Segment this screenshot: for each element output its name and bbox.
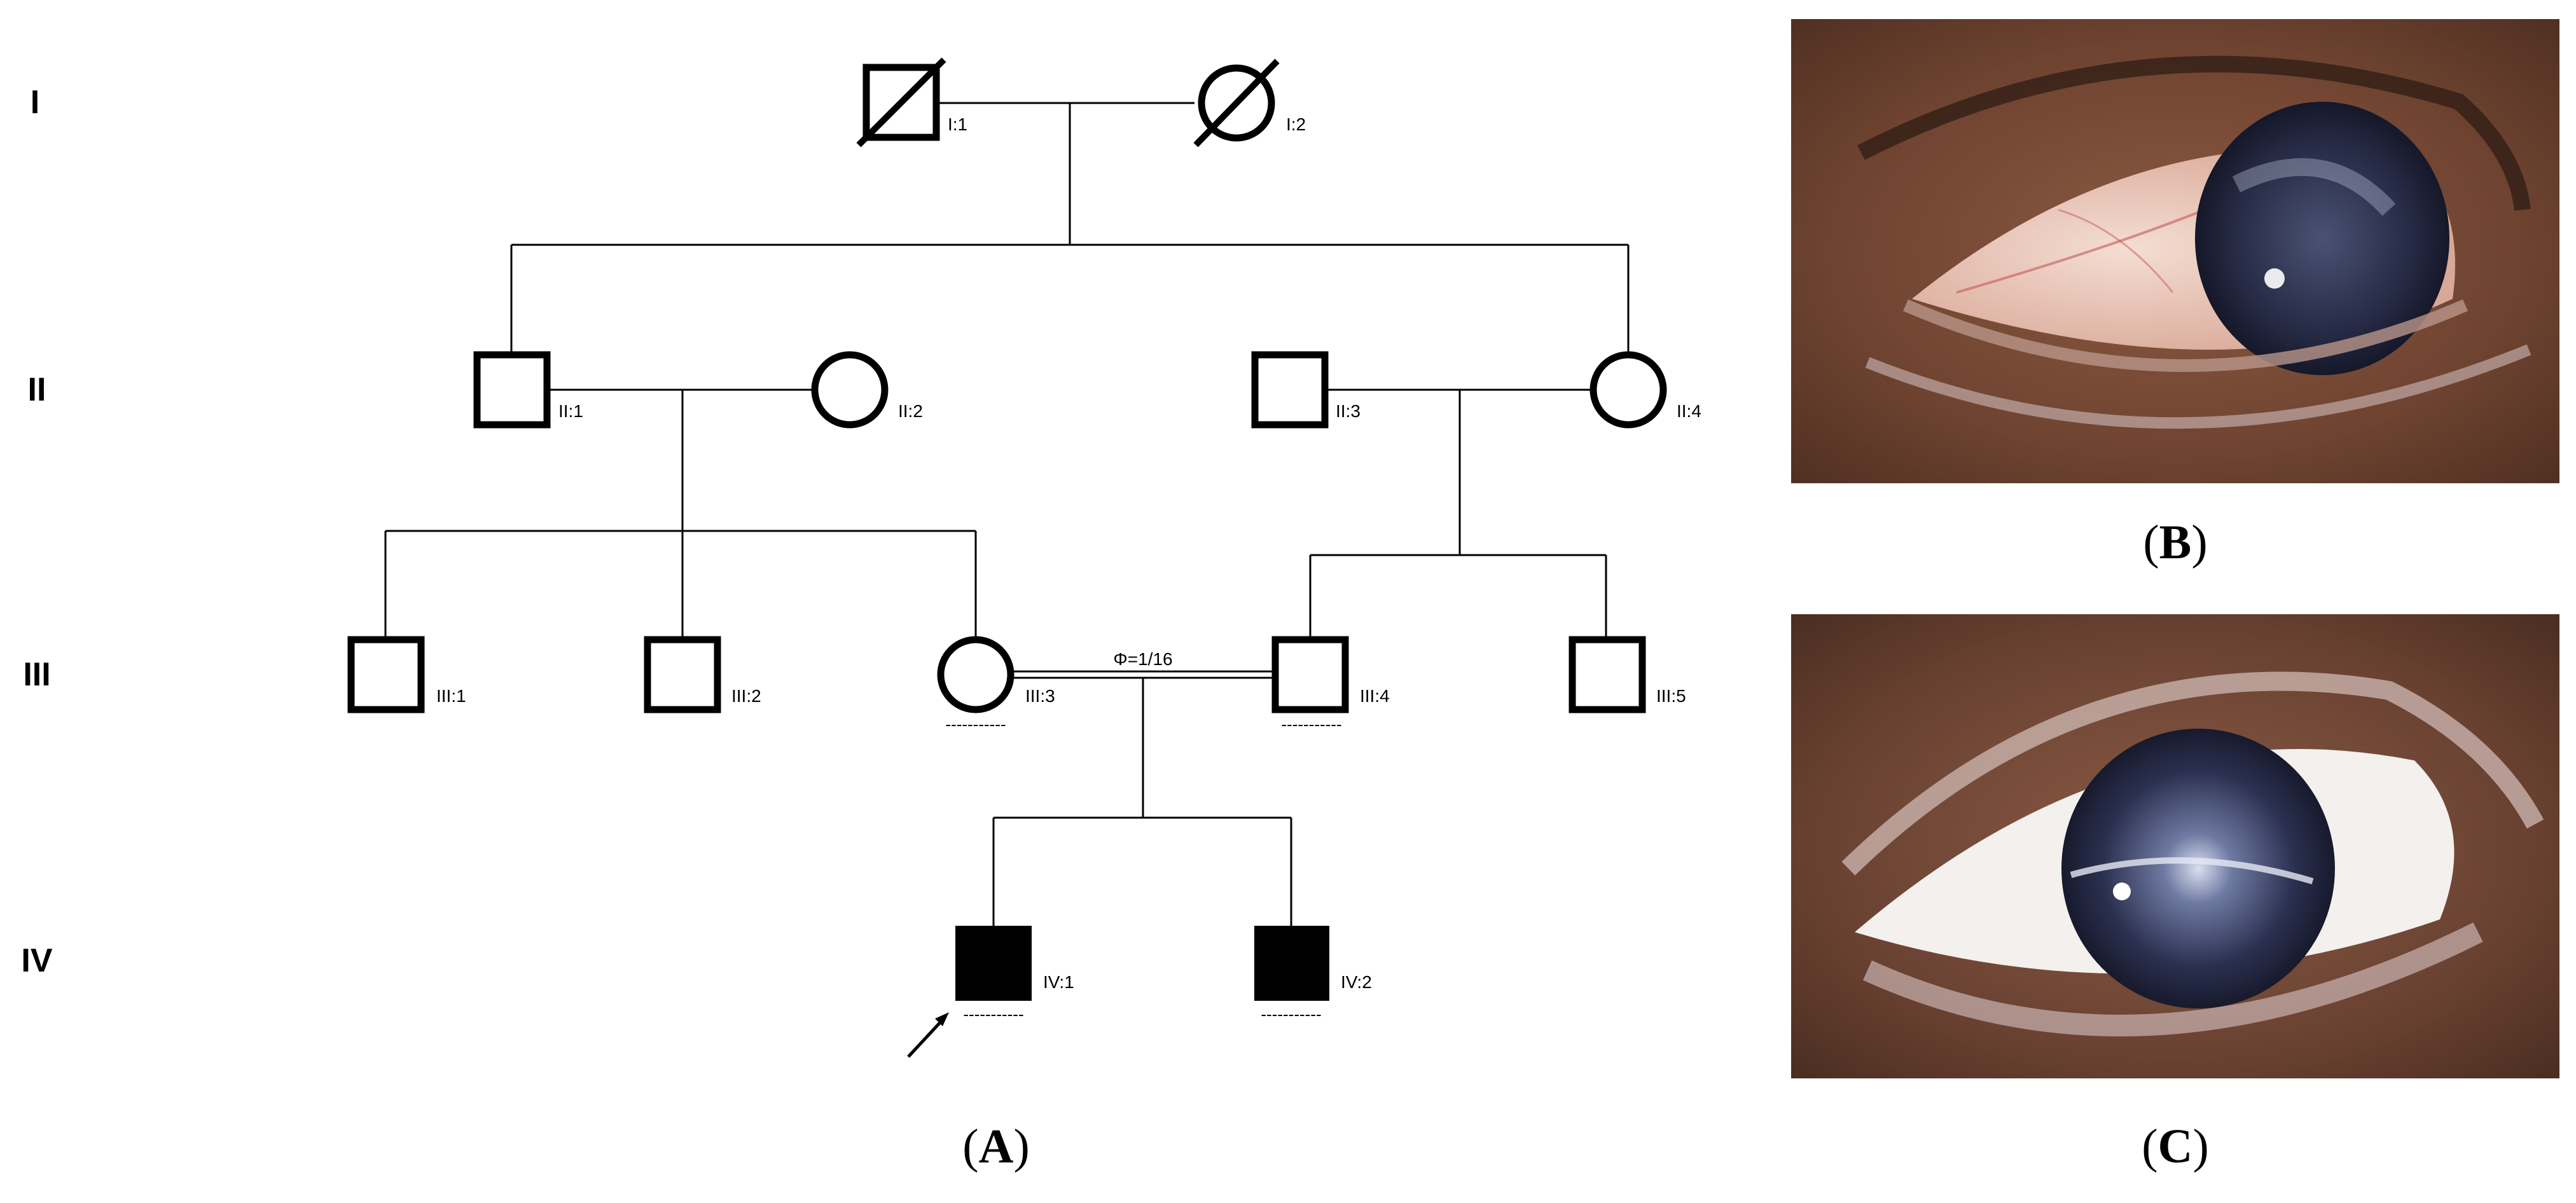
id-label-I-2: I:2 (1286, 114, 1306, 134)
genotype-marker-III-4: ----------- (1281, 715, 1341, 734)
proband-arrow-icon (907, 1012, 949, 1058)
id-label-I-1: I:1 (948, 114, 967, 134)
panel-label-a: (A) (962, 1120, 1030, 1173)
individual-IV-1 (955, 926, 1032, 1001)
generation-label-I: I (31, 84, 39, 121)
id-label-II-1: II:1 (558, 401, 583, 421)
individual-III-3 (937, 636, 1014, 713)
eye-photo-b (1791, 19, 2559, 483)
panel-letter-c: C (2157, 1120, 2193, 1173)
id-label-III-3: III:3 (1025, 686, 1055, 706)
generation-label-IV: IV (21, 942, 52, 979)
genotype-marker-IV-2: ----------- (1261, 1005, 1321, 1024)
consanguinity-label: Φ=1/16 (1113, 649, 1172, 669)
id-label-III-4: III:4 (1360, 686, 1390, 706)
panel-letter-a: A (978, 1120, 1014, 1173)
individual-II-3 (1251, 351, 1329, 429)
generation-label-III: III (23, 656, 50, 693)
individual-IV-2 (1254, 926, 1329, 1001)
genotype-marker-III-3: ----------- (945, 715, 1006, 734)
id-label-III-2: III:2 (731, 686, 761, 706)
individual-I-1 (856, 57, 946, 148)
generation-label-II: II (28, 371, 46, 408)
id-label-III-5: III:5 (1656, 686, 1686, 706)
individual-III-1 (347, 636, 425, 713)
pedigree-chart: I II III IV (21, 57, 1701, 1058)
id-label-IV-2: IV:2 (1341, 972, 1372, 992)
panel-label-b: (B) (2143, 516, 2208, 569)
genotype-marker-IV-1: ----------- (963, 1005, 1023, 1024)
panel-label-c: (C) (2142, 1120, 2209, 1173)
id-label-II-2: II:2 (898, 401, 923, 421)
individual-II-4 (1589, 351, 1667, 429)
pedigree-lines (384, 102, 1630, 926)
individual-III-4 (1271, 636, 1349, 713)
panel-letter-b: B (2159, 516, 2192, 569)
individual-III-2 (644, 636, 721, 713)
individual-II-2 (811, 351, 889, 429)
id-label-II-3: II:3 (1336, 401, 1361, 421)
individual-III-5 (1568, 636, 1646, 713)
individual-I-2 (1193, 58, 1280, 148)
id-label-IV-1: IV:1 (1043, 972, 1074, 992)
id-label-III-1: III:1 (436, 686, 466, 706)
eye-photo-c (1791, 614, 2559, 1078)
id-label-II-4: II:4 (1677, 401, 1701, 421)
individual-II-1 (473, 351, 551, 429)
